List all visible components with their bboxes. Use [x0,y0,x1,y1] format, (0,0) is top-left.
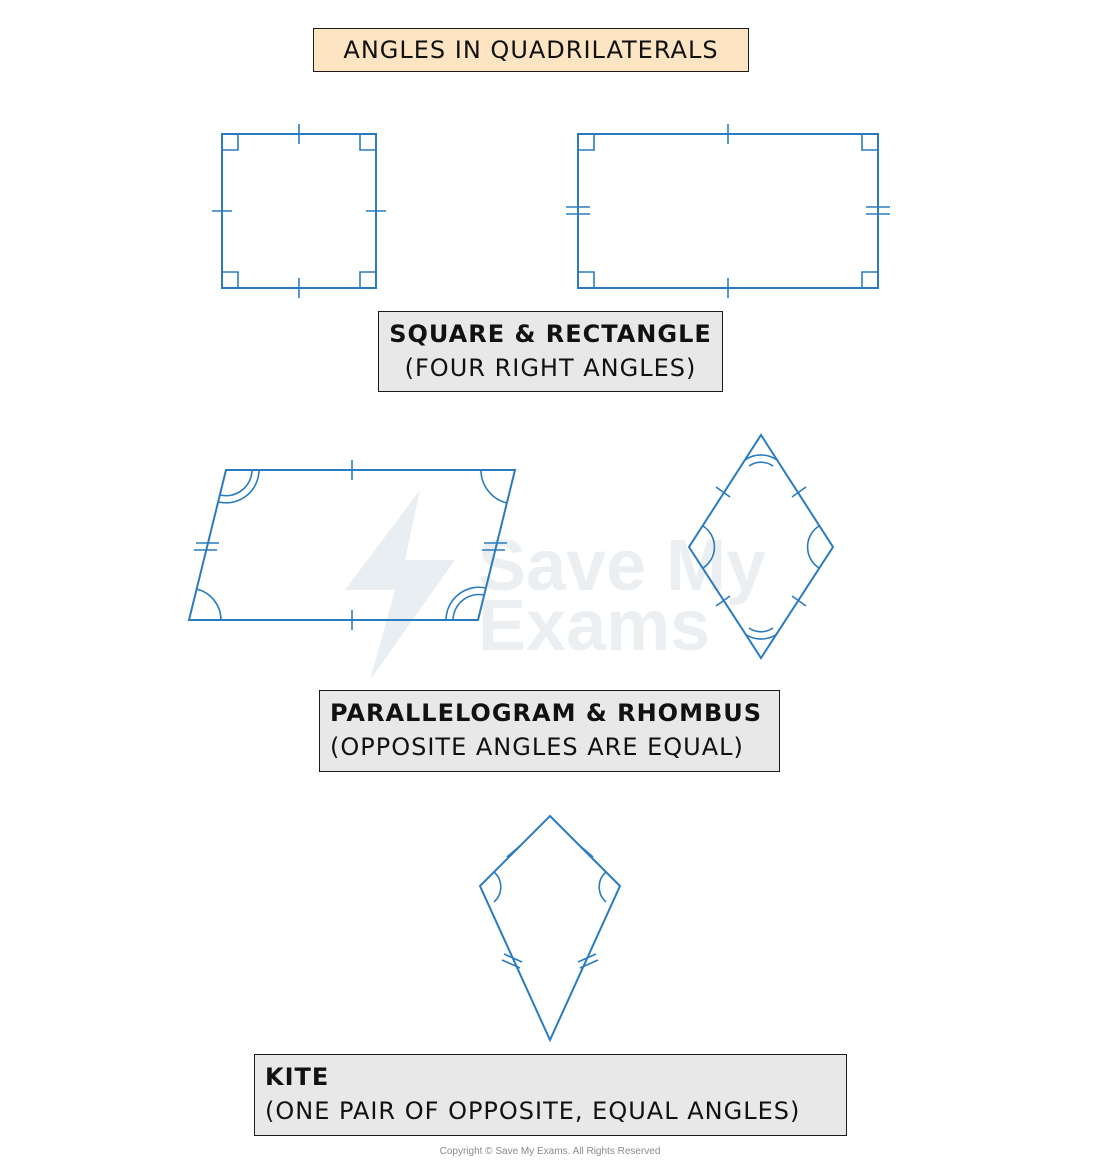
rectangle-shape [566,124,890,298]
parallelogram-shape [187,460,517,630]
kite-shape [478,814,622,1043]
kite-name: KITE [265,1063,330,1091]
square-rectangle-property: (FOUR RIGHT ANGLES) [404,354,697,382]
kite-property: (ONE PAIR OF OPPOSITE, EQUAL ANGLES) [265,1097,801,1125]
square-rectangle-name: SQUARE & RECTANGLE [389,320,712,348]
square-shape [212,124,386,298]
kite-label: KITE (ONE PAIR OF OPPOSITE, EQUAL ANGLES… [254,1054,847,1136]
watermark-text-line2: Exams [478,586,710,666]
parallelogram-rhombus-property: (OPPOSITE ANGLES ARE EQUAL) [330,733,744,761]
square-rectangle-label: SQUARE & RECTANGLE (FOUR RIGHT ANGLES) [378,311,723,392]
watermark: Save My Exams [345,490,766,680]
parallelogram-rhombus-label: PARALLELOGRAM & RHOMBUS (OPPOSITE ANGLES… [319,690,780,772]
page-title: ANGLES IN QUADRILATERALS [313,28,749,72]
copyright-notice: Copyright © Save My Exams. All Rights Re… [439,1146,661,1157]
parallelogram-rhombus-name: PARALLELOGRAM & RHOMBUS [330,699,763,727]
rhombus-shape [687,433,835,660]
watermark-logo-icon [345,490,455,680]
